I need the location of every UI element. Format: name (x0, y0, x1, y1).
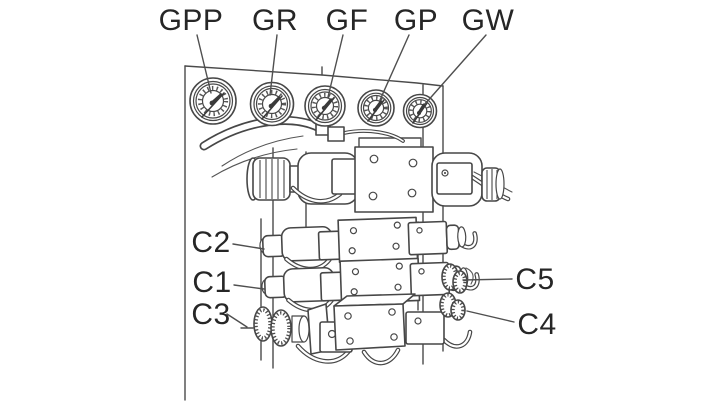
gauge-label-gf: GF (326, 4, 369, 37)
gauge-gpp (189, 77, 237, 125)
c5-knurled-discs (441, 263, 474, 294)
bolt-hole (346, 337, 354, 345)
hose-arc (221, 135, 304, 167)
c3-leader-line (226, 313, 254, 329)
leader-lines (196, 34, 515, 329)
component-label-c4: C4 (517, 308, 556, 341)
bolt-hole (388, 308, 396, 316)
gauge-label-gw: GW (462, 4, 515, 37)
gf-leader-line (327, 34, 344, 98)
cable-connector-right (436, 162, 473, 195)
main-valve-assembly (246, 146, 513, 213)
gr-leader-line (269, 34, 278, 96)
gpp-leader-line (196, 34, 212, 94)
bolt-hole (368, 191, 378, 201)
hose-fitting-union (327, 126, 345, 142)
gw-leader-line (424, 34, 487, 105)
bolt-hole (344, 312, 352, 320)
pipe-inner (343, 130, 404, 142)
c4-leader-line (466, 310, 515, 323)
bolt-hole (407, 188, 417, 198)
connector-screw (414, 317, 422, 325)
gauge-label-gp: GP (394, 4, 438, 37)
manifold-block (354, 146, 434, 213)
component-label-c5: C5 (515, 263, 554, 296)
panel-top-edge (184, 65, 444, 87)
valve-row-c1-c5 (261, 256, 478, 311)
c2-leader-line (232, 243, 265, 250)
gauge-gf (304, 85, 346, 127)
labels: GPP GR GF GP GW C2 C1 C3 C5 C4 (159, 4, 557, 341)
gp-leader-line (379, 34, 410, 101)
gauge-label-gpp: GPP (159, 4, 224, 37)
gauge-gp (357, 89, 395, 127)
knurled-disc (270, 309, 292, 347)
gauge-gr (249, 81, 295, 127)
bolt-hole (369, 154, 379, 164)
gauge-label-gr: GR (252, 4, 298, 37)
c5-leader-line (462, 278, 513, 281)
valve-row-c3-c4 (253, 293, 473, 366)
c4-knurled-discs (439, 292, 466, 321)
component-label-c1: C1 (192, 266, 231, 299)
bolt-hole (408, 158, 418, 168)
c1-leader-line (233, 284, 265, 290)
component-label-c2: C2 (191, 226, 230, 259)
gauge-gw (402, 93, 438, 129)
component-label-c3: C3 (191, 298, 230, 331)
bolt-hole (390, 333, 398, 341)
cable-connector-right (405, 311, 445, 345)
